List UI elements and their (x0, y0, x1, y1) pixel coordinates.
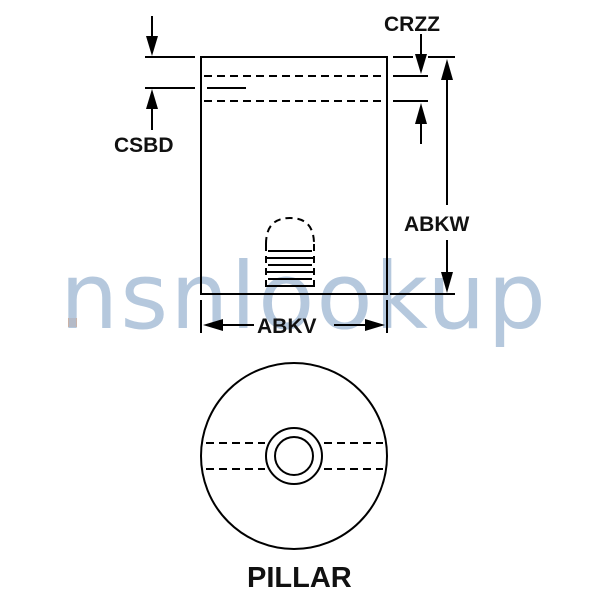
side-view (145, 16, 455, 333)
bore-circle (274, 436, 314, 476)
csbd-arrowhead-down (146, 36, 158, 56)
watermark-text: nsnlookup (60, 243, 548, 350)
abkv-arrowhead-left (203, 319, 223, 331)
csbd-arrowhead-up (146, 89, 158, 109)
boss-outer-circle (265, 427, 323, 485)
abkw-arrowhead-down (441, 272, 453, 293)
thread-lines (266, 250, 314, 287)
stud-dome (265, 216, 315, 245)
label-crzz: CRZZ (384, 13, 440, 36)
crzz-arrowhead-down (415, 54, 427, 74)
label-abkw: ABKW (404, 213, 469, 236)
end-view (200, 362, 388, 550)
outer-circle (200, 362, 388, 550)
abkv-arrowhead-right (365, 319, 385, 331)
label-csbd: CSBD (114, 134, 174, 157)
watermark-dot (68, 318, 77, 327)
pillar-body (200, 56, 388, 295)
abkw-arrowhead-up (441, 59, 453, 80)
watermark: nsnlookup (60, 243, 548, 350)
arrowheads (146, 36, 453, 331)
label-abkv: ABKV (257, 315, 317, 338)
diagram-title: PILLAR (247, 562, 352, 594)
crzz-arrowhead-up (415, 103, 427, 124)
